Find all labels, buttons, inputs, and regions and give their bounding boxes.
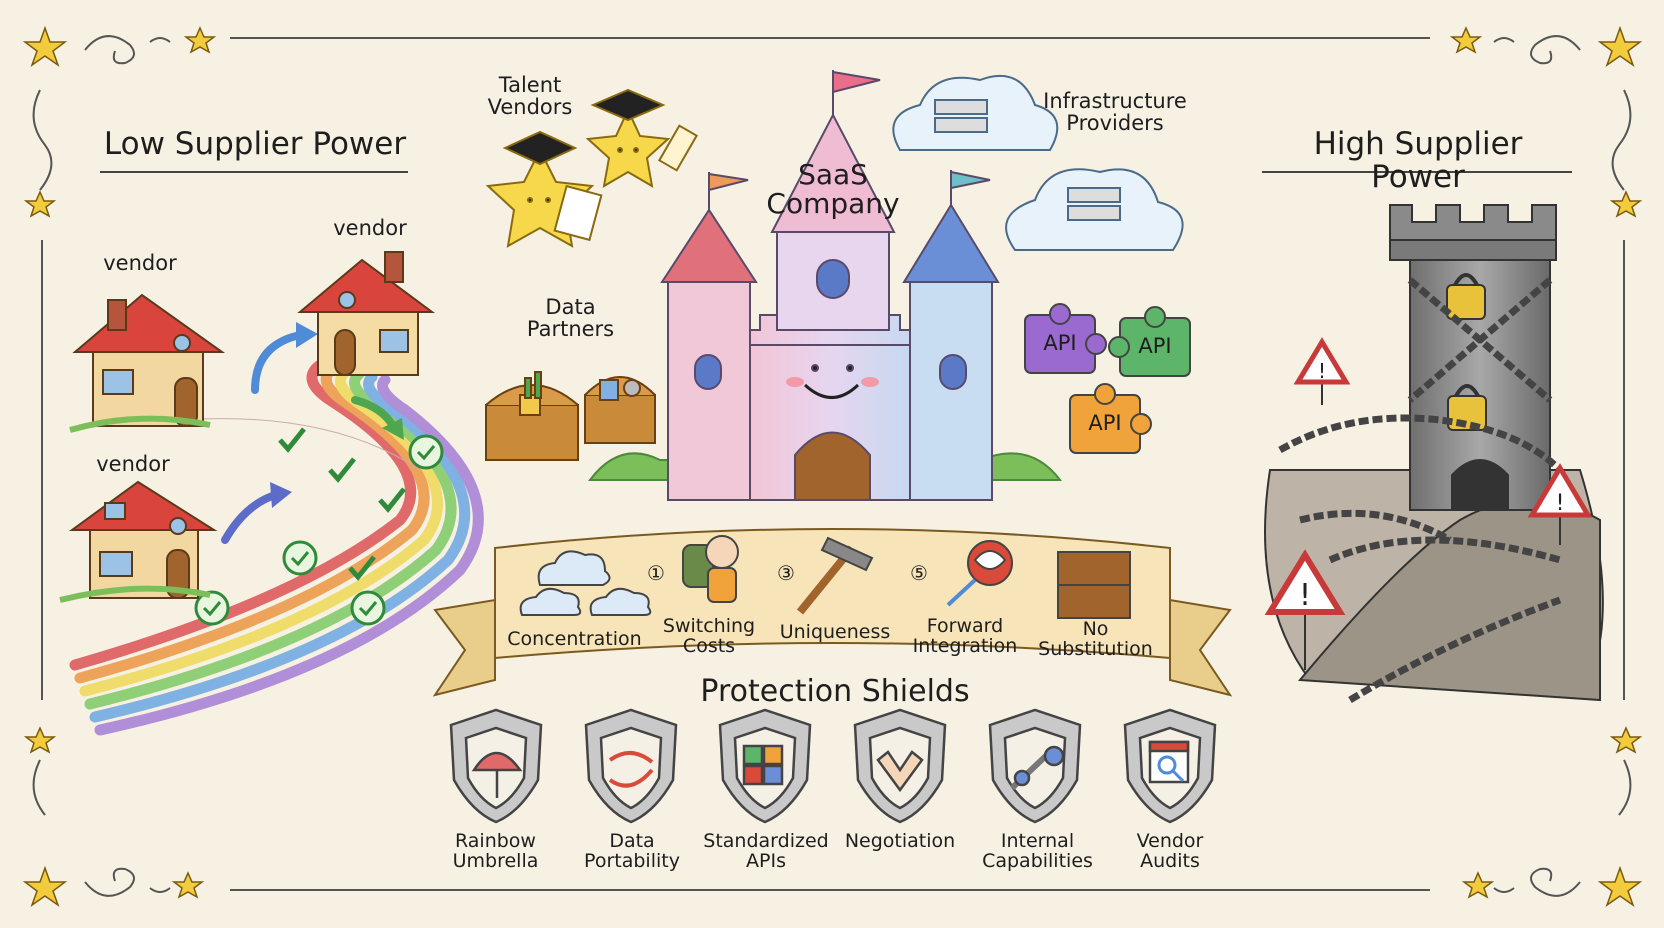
chained-tower [1264, 204, 1604, 704]
factor-uniqueness: Uniqueness [779, 621, 891, 643]
svg-text:!: ! [1318, 359, 1326, 383]
shield-label-vendor-audits: Vendor Audits [1136, 830, 1204, 872]
factor-number-5: ⑤ [910, 561, 928, 585]
vendor-label-3: vendor [96, 452, 170, 476]
data-partners-label: Data Partners [526, 295, 615, 342]
arrows [221, 322, 404, 544]
talent-stars [485, 88, 699, 248]
talent-vendors-label: Talent Vendors [487, 73, 573, 120]
factor-number-3: ③ [777, 561, 795, 585]
house-1 [72, 293, 226, 427]
api-label-1: API [1043, 331, 1077, 355]
api-puzzles [1024, 303, 1191, 454]
infrastructure-label: Infrastructure Providers [1043, 89, 1187, 136]
decorative-border [32, 35, 1632, 897]
house-2 [297, 251, 436, 376]
low-power-title: Low Supplier Power [103, 126, 407, 162]
vendor-label-1: vendor [103, 251, 177, 275]
api-label-3: API [1088, 411, 1122, 435]
shield-label-rainbow-umbrella: Rainbow Umbrella [452, 830, 539, 872]
saas-company-label: SaaS Company [766, 158, 900, 221]
shield-label-data-portability: Data Portability [584, 830, 680, 872]
svg-text:!: ! [1299, 578, 1311, 613]
grass [59, 415, 211, 603]
factor-forward-integration: Forward Integration [912, 615, 1018, 657]
treasure-chests [485, 371, 656, 461]
vendor-label-2: vendor [333, 216, 407, 240]
banner-icons [519, 535, 1131, 619]
check-marks [194, 427, 444, 626]
warning-signs: ! ! ! [1264, 337, 1593, 670]
corner-stars [22, 25, 1643, 907]
protection-shields-title: Protection Shields [700, 674, 970, 709]
svg-text:!: ! [1556, 491, 1565, 516]
factor-number-1: ① [647, 561, 665, 585]
factor-no-substitution: No Substitution [1038, 618, 1153, 660]
shield-label-standardized-apis: Standardized APIs [703, 830, 829, 872]
shield-label-internal-capabilities: Internal Capabilities [982, 830, 1093, 872]
api-label-2: API [1138, 334, 1172, 358]
shield-icons [449, 708, 1217, 824]
castle [587, 70, 1063, 501]
house-3 [68, 480, 218, 599]
cloud-servers [892, 75, 1184, 251]
high-power-title: High Supplier Power [1313, 126, 1523, 195]
shield-label-negotiation: Negotiation [844, 830, 956, 852]
factor-concentration: Concentration [507, 628, 642, 650]
factor-switching-costs: Switching Costs [662, 615, 756, 657]
